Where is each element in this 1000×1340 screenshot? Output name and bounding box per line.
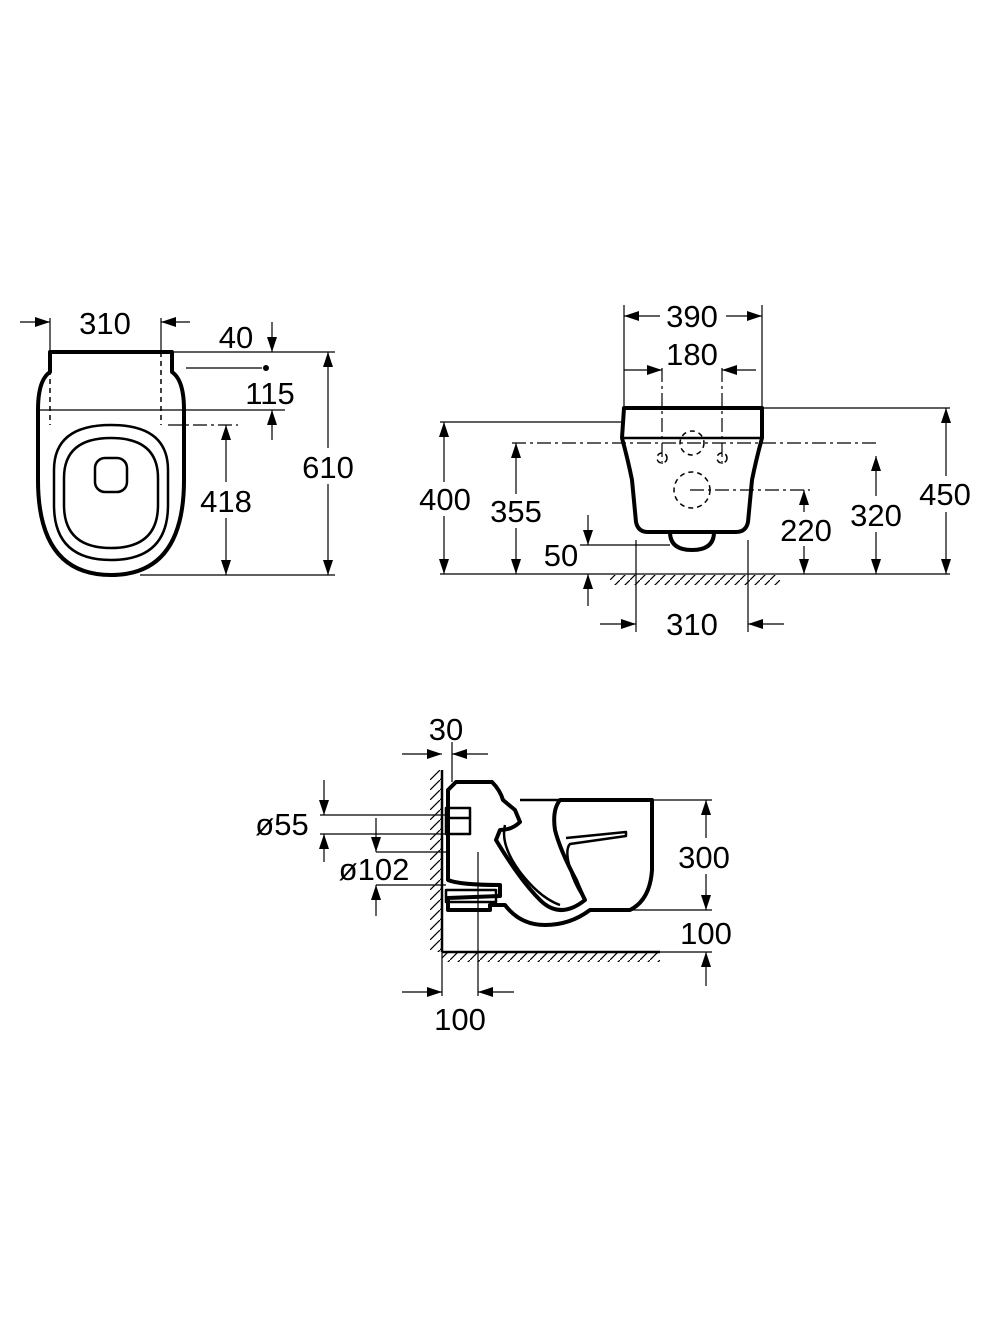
front-height-400-label: 400 — [419, 482, 471, 517]
top-view-drain — [93, 456, 129, 494]
side-wall-offset-label: 30 — [429, 712, 463, 747]
side-view-inlet-fitting — [444, 806, 472, 836]
top-width-label: 310 — [79, 306, 131, 341]
front-holes-spacing-label: 180 — [666, 337, 718, 372]
top-view: 310 40 115 418 610 — [20, 306, 362, 577]
front-height-220-label: 220 — [780, 513, 832, 548]
front-view-body — [620, 406, 764, 534]
top-view-opening — [62, 436, 160, 550]
front-width-top-label: 390 — [666, 299, 718, 334]
top-length-label: 610 — [302, 450, 354, 485]
front-height-355-label: 355 — [490, 494, 542, 529]
side-outlet-offset-label: 100 — [434, 1002, 486, 1037]
side-bowl-height-label: 300 — [678, 840, 730, 875]
side-view: 30 ø55 ø102 300 100 100 — [255, 712, 740, 1037]
side-view-outlet-fitting — [444, 888, 498, 904]
top-view-seat-rim — [52, 423, 170, 562]
front-view-trapway — [668, 531, 716, 552]
top-dim-418-label: 418 — [200, 484, 252, 519]
top-dim-40-label: 40 — [219, 320, 253, 355]
front-view: 390 180 400 355 50 220 — [412, 299, 978, 642]
front-width-bottom-label: 310 — [666, 607, 718, 642]
front-height-50-label: 50 — [544, 538, 578, 573]
side-floor-clearance-label: 100 — [680, 916, 732, 951]
top-dim-115-label: 115 — [245, 376, 294, 411]
front-height-450-label: 450 — [919, 477, 971, 512]
front-height-320-label: 320 — [850, 498, 902, 533]
side-view-bowl-outline — [446, 780, 654, 927]
side-dia-102-label: ø102 — [339, 852, 410, 887]
side-dia-55-label: ø55 — [255, 807, 308, 842]
top-view-bowl-outline — [36, 350, 186, 577]
